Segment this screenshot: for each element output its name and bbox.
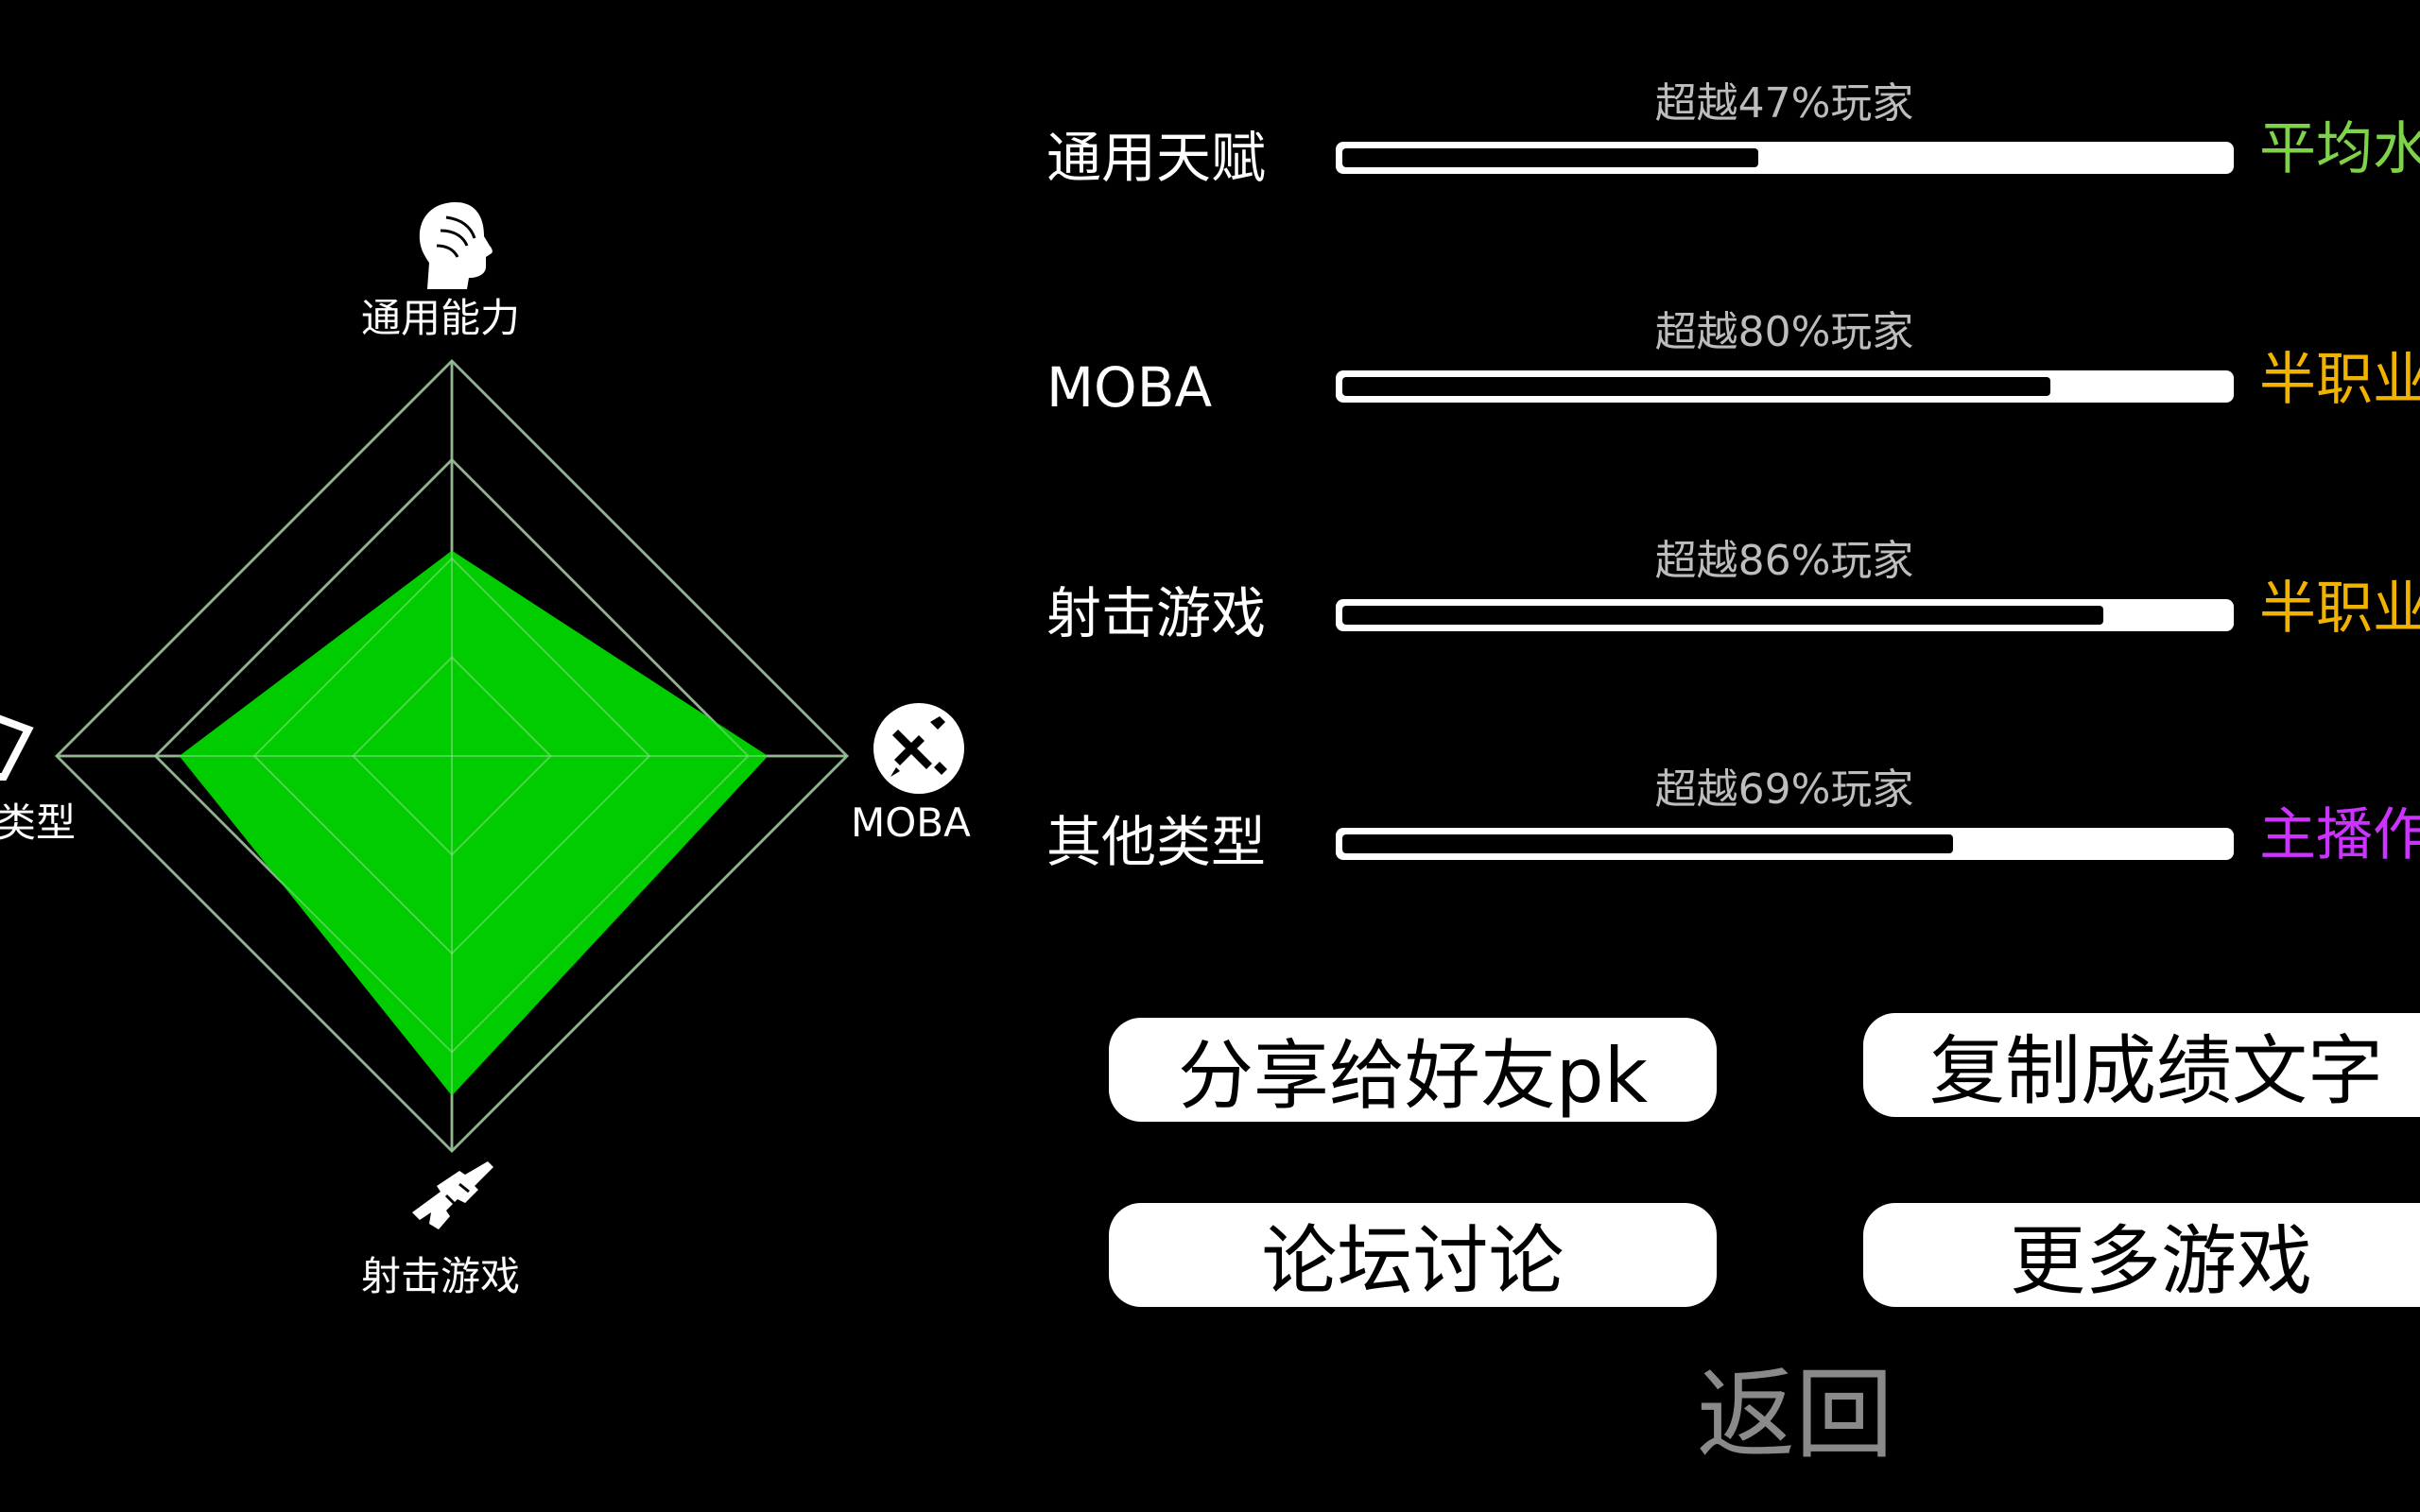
radar-value-polygon	[179, 550, 769, 1096]
stat-progress-bar	[1336, 599, 2234, 631]
radar-svg	[54, 358, 850, 1154]
stat-progress-bar	[1336, 828, 2234, 860]
axis-label-left: 类型	[0, 799, 77, 846]
axis-label-top: 通用能力	[361, 295, 521, 341]
axis-label-bottom: 射击游戏	[361, 1253, 521, 1299]
stat-level: 半职业	[2259, 347, 2420, 413]
stat-level: 平均水	[2259, 116, 2420, 182]
stat-progress-bar	[1336, 370, 2234, 403]
stat-progress-fill	[1342, 148, 1758, 167]
stat-name: 其他类型	[1046, 810, 1267, 874]
stat-progress-bar	[1336, 142, 2234, 174]
stat-caption: 超越69%玩家	[1654, 765, 1914, 814]
stat-level: 主播作	[2259, 802, 2420, 868]
stat-progress-fill	[1342, 606, 2103, 625]
back-button[interactable]: 返回	[1697, 1357, 1894, 1472]
stat-caption: 超越47%玩家	[1654, 79, 1914, 128]
stat-name: 通用天赋	[1046, 126, 1267, 190]
radar-chart: 通用能力 MOBA 射击游戏	[0, 0, 1002, 1512]
stat-caption: 超越80%玩家	[1654, 308, 1914, 356]
more-games-button[interactable]: 更多游戏	[1863, 1203, 2420, 1307]
forum-button[interactable]: 论坛讨论	[1109, 1203, 1717, 1307]
share-button[interactable]: 分享给好友pk	[1109, 1018, 1717, 1122]
stat-caption: 超越86%玩家	[1654, 537, 1914, 585]
radar-grid-overlay	[55, 359, 849, 1153]
copy-score-button[interactable]: 复制成绩文字	[1863, 1013, 2420, 1117]
stat-name: MOBA	[1046, 355, 1213, 420]
axis-label-right: MOBA	[851, 799, 971, 846]
stat-level: 半职业	[2259, 576, 2420, 642]
stat-name: 射击游戏	[1046, 581, 1267, 645]
stat-progress-fill	[1342, 377, 2050, 396]
stat-progress-fill	[1342, 834, 1953, 853]
